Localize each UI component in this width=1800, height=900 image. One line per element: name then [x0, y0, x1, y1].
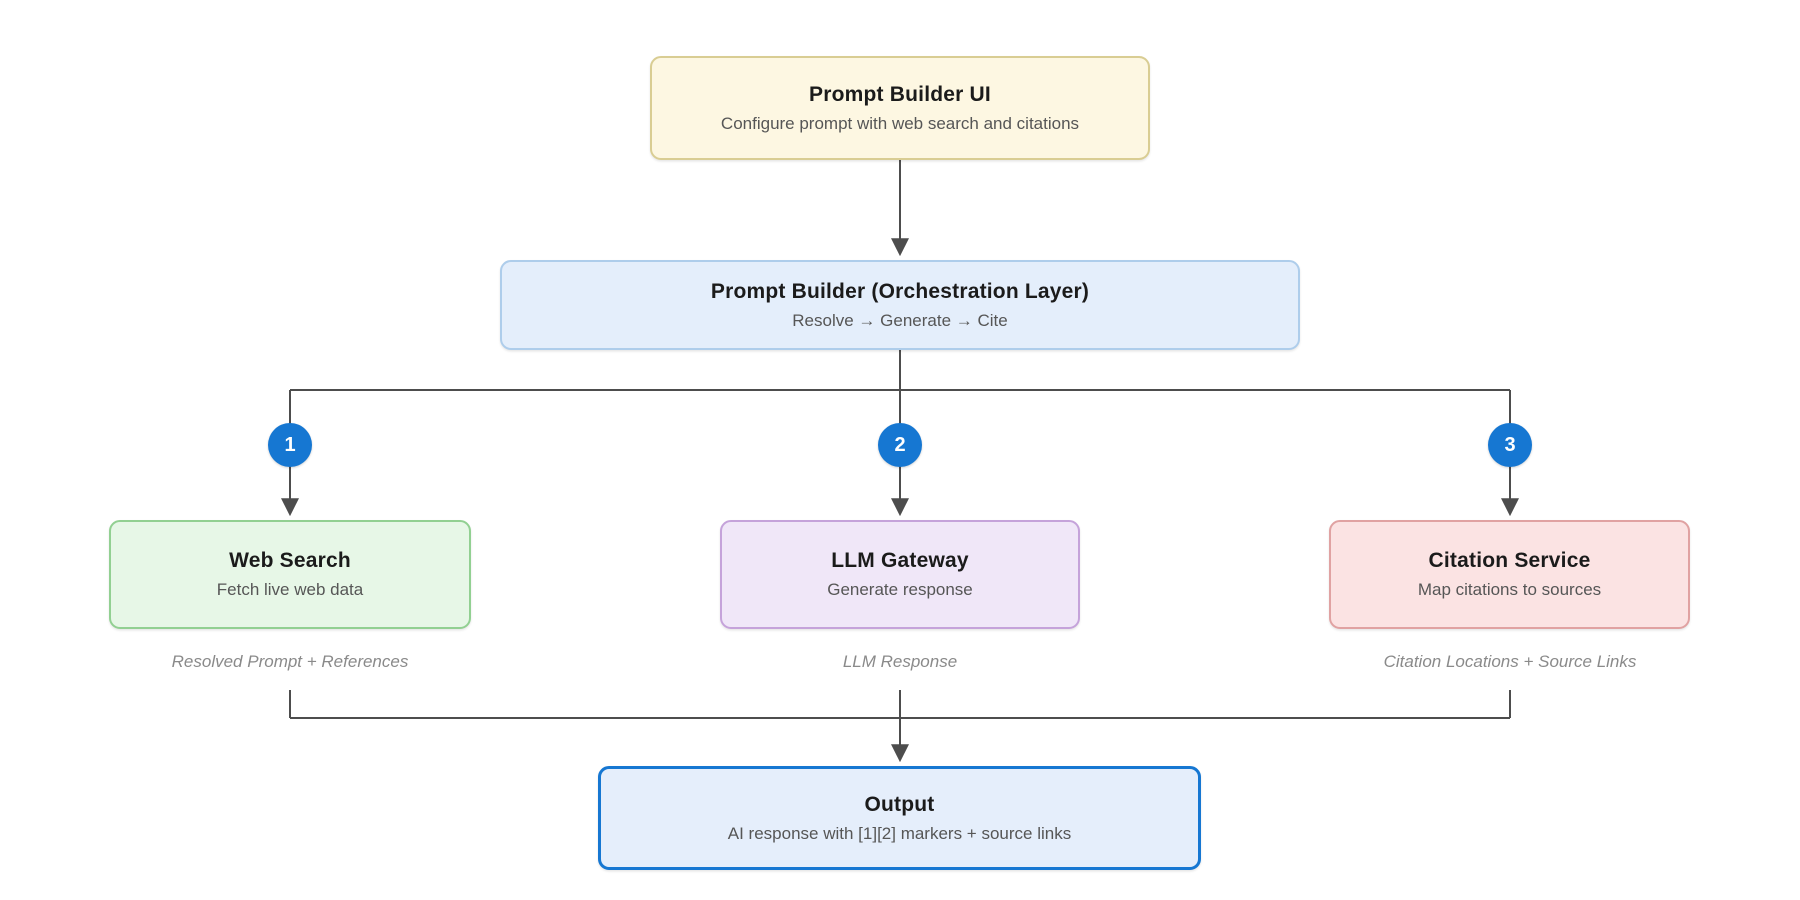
node-title: Citation Service: [1428, 549, 1591, 572]
node-subtitle: Fetch live web data: [216, 580, 364, 599]
node-title: Prompt Builder UI: [809, 82, 991, 106]
node-output: Output AI response with [1][2] markers +…: [598, 766, 1201, 870]
edge-label-citation-locations: Citation Locations + Source Links: [1383, 652, 1637, 671]
node-title: Prompt Builder (Orchestration Layer): [710, 279, 1090, 303]
node-citation-service: Citation Service Map citations to source…: [1329, 520, 1690, 629]
node-subtitle: Generate response: [827, 580, 973, 599]
node-prompt-builder-ui: Prompt Builder UI Configure prompt with …: [650, 56, 1150, 160]
step-badge-3: 3: [1488, 423, 1532, 467]
node-subtitle: Map citations to sources: [1417, 580, 1602, 599]
node-subtitle: AI response with [1][2] markers + source…: [727, 823, 1072, 843]
node-web-search: Web Search Fetch live web data: [109, 520, 471, 629]
node-title: LLM Gateway: [831, 549, 969, 572]
edge-label-llm-response: LLM Response: [842, 652, 958, 671]
node-subtitle: Configure prompt with web search and cit…: [720, 113, 1080, 133]
node-llm-gateway: LLM Gateway Generate response: [720, 520, 1080, 629]
node-orchestration-layer: Prompt Builder (Orchestration Layer) Res…: [500, 260, 1300, 350]
node-subtitle: Resolve → Generate → Cite: [792, 310, 1008, 330]
node-title: Web Search: [229, 549, 351, 572]
step-badge-2: 2: [878, 423, 922, 467]
edge-label-resolved-prompt: Resolved Prompt + References: [171, 652, 409, 671]
step-badge-1: 1: [268, 423, 312, 467]
node-title: Output: [864, 792, 935, 816]
